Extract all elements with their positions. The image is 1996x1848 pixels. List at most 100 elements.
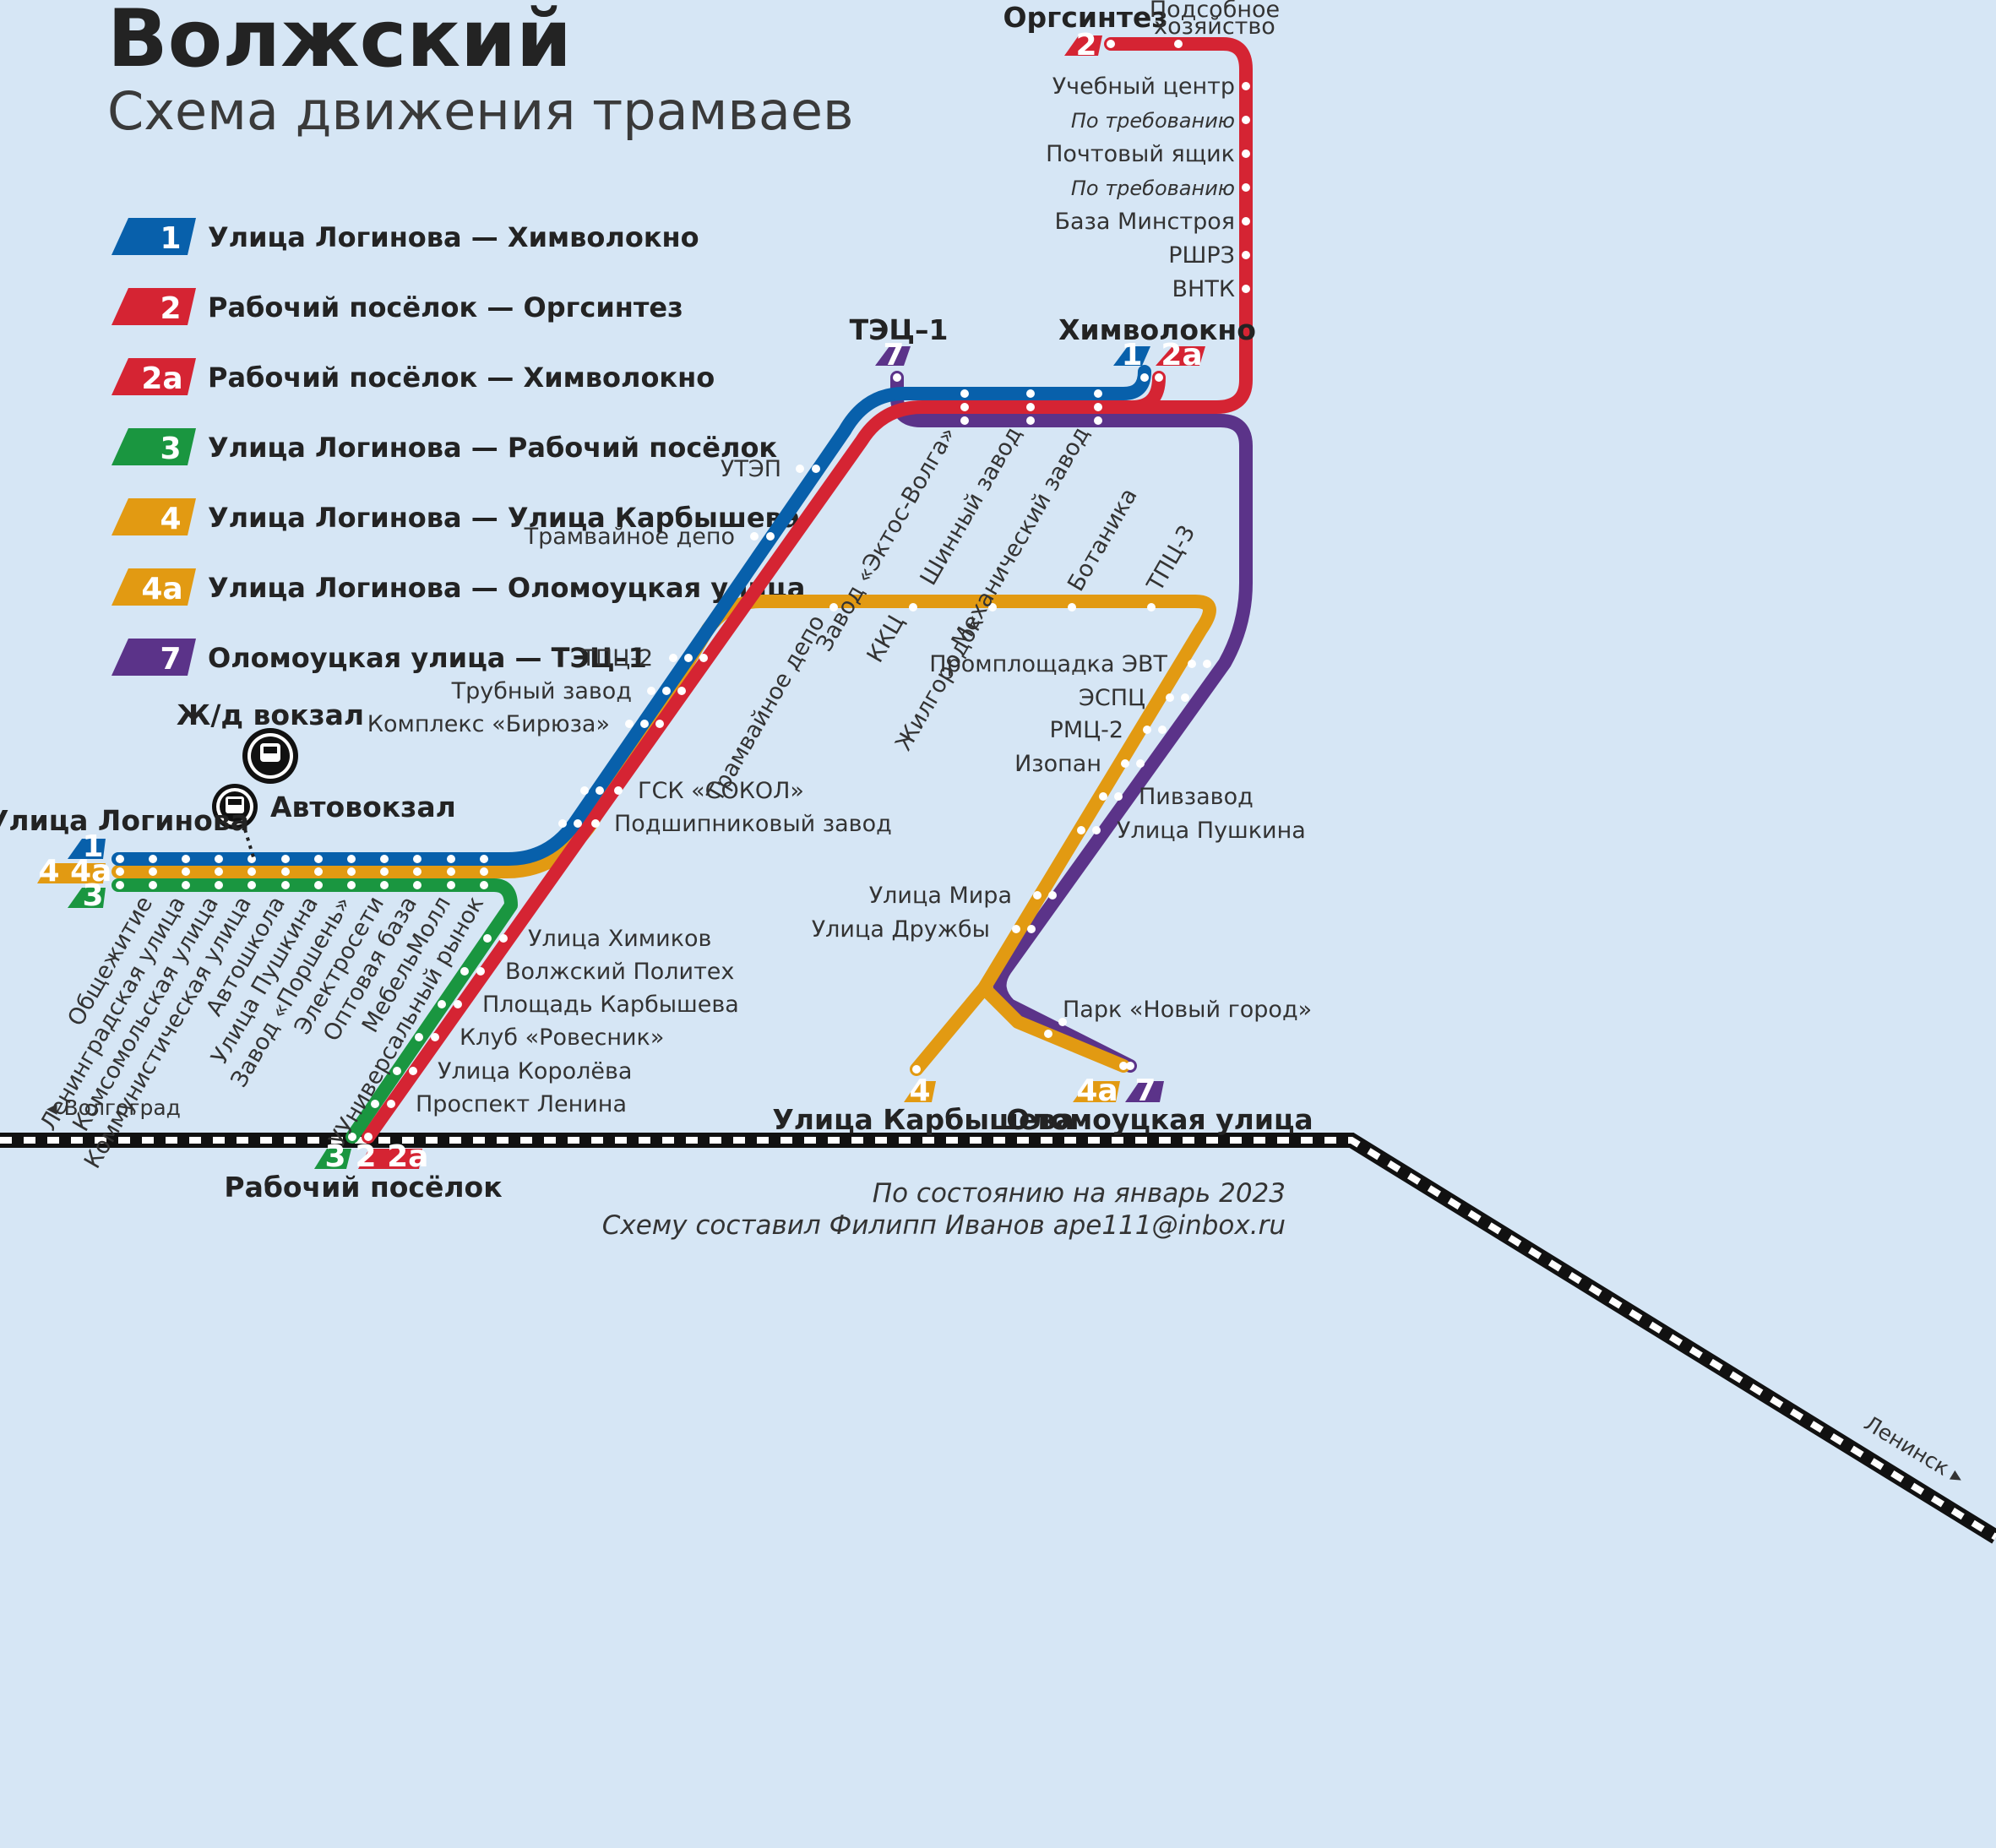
- page-title: Волжский: [107, 0, 572, 85]
- badge-himvolokno-2a: [1156, 346, 1205, 366]
- badge-karbysheva-4-text: 4: [909, 1073, 930, 1108]
- terminal-himvolokno: Химволокно: [1058, 313, 1256, 346]
- legend-item-3: 3 Улица Логинова — Рабочий посёлок: [111, 428, 777, 466]
- station-dot: [393, 1067, 401, 1075]
- station-dot: [431, 1033, 439, 1041]
- station-dot: [580, 786, 589, 795]
- station-dot: [413, 867, 421, 876]
- station-dot: [1058, 1018, 1067, 1026]
- station-dot: [438, 1000, 446, 1008]
- railway-ties: [0, 1137, 1996, 1541]
- station-dot: [480, 881, 488, 889]
- station-dot: [1026, 403, 1035, 411]
- station-dot: [614, 786, 623, 795]
- badge-loginova-4: [37, 863, 106, 883]
- station-dot: [281, 867, 290, 876]
- legend-item-1: 1 Улица Логинова — Химволокно: [111, 218, 699, 256]
- station-dot: [447, 855, 455, 863]
- station-dot: [662, 687, 671, 695]
- station-dot: [596, 786, 604, 795]
- station-label-diagonal: Трубный завод: [451, 678, 632, 704]
- station-dot: [1099, 792, 1107, 801]
- station-dot: [182, 867, 190, 876]
- station-dot: [215, 867, 223, 876]
- station-dot: [1068, 603, 1076, 611]
- terminal-tec1: ТЭЦ–1: [850, 313, 949, 346]
- station-label-south: Клуб «Ровесник»: [460, 1025, 664, 1051]
- station-dot: [1048, 891, 1057, 900]
- station-dot: [655, 720, 664, 728]
- station-label-east: ЭСПЦ: [1079, 685, 1145, 711]
- badge-himvolokno-1-text: 1: [1121, 338, 1142, 372]
- station-dot: [1077, 826, 1085, 834]
- station-label-diagonal: Комплекс «Бирюза»: [367, 711, 610, 737]
- station-dot: [1143, 726, 1151, 734]
- station-dot: [116, 867, 124, 876]
- station-dot: [1126, 1062, 1134, 1070]
- station-dot: [347, 855, 356, 863]
- station-dot: [1027, 925, 1036, 933]
- station-dot: [460, 967, 469, 976]
- station-dot: [677, 687, 686, 695]
- station-dot: [314, 867, 323, 876]
- station-label-north: База Минстроя: [1054, 209, 1235, 235]
- route-2-line: [362, 37, 1253, 1144]
- station-label-south: Площадь Карбышева: [482, 992, 739, 1018]
- station-dot: [1044, 1030, 1052, 1038]
- station-dot: [647, 687, 655, 695]
- station-label-diagonal: ГСК «СОКОЛ»: [638, 778, 804, 804]
- station-label-north: РШРЗ: [1168, 242, 1235, 269]
- station-dot: [1012, 925, 1020, 933]
- station-dot: [387, 1100, 395, 1108]
- legend-item-4: 4 Улица Логинова — Улица Карбышева: [111, 498, 800, 536]
- station-dot: [116, 881, 124, 889]
- station-dot: [413, 881, 421, 889]
- station-dot: [1242, 82, 1250, 90]
- route-3-line: [111, 878, 518, 1144]
- station-dot: [347, 867, 356, 876]
- station-dot: [796, 465, 804, 473]
- station-dot: [415, 1033, 423, 1041]
- station-dot: [812, 465, 820, 473]
- station-label-north: Учебный центр: [1052, 73, 1235, 100]
- route-1-line: [111, 365, 1151, 866]
- station-dot: [558, 819, 567, 828]
- station-dot: [1147, 603, 1156, 611]
- footer-status: По состоянию на январь 2023: [873, 1178, 1286, 1209]
- station-dot: [483, 934, 492, 943]
- route-3-badge: [111, 428, 196, 465]
- station-dot: [1114, 792, 1123, 801]
- badge-karbysheva-4: [904, 1081, 936, 1102]
- station-dot: [409, 1067, 417, 1075]
- station-dot: [348, 1133, 356, 1141]
- route-4a-branch: [977, 981, 1130, 1073]
- station-dot: [669, 654, 677, 662]
- page-subtitle: Схема движения трамваев: [107, 80, 854, 142]
- route-3-number: 3: [160, 432, 181, 466]
- station-dot: [1174, 40, 1183, 48]
- station-dot: [476, 967, 485, 976]
- station-dot: [281, 881, 290, 889]
- station-label-east: Улица Пушкина: [1117, 818, 1306, 844]
- station-label-diagonal: УТЭП: [721, 456, 781, 482]
- badge-himvolokno-1: [1113, 346, 1150, 366]
- station-dot: [116, 855, 124, 863]
- station-dot: [766, 532, 775, 541]
- station-label-east: Пивзавод: [1139, 784, 1254, 810]
- station-dot: [1094, 416, 1102, 425]
- railway-station-icon: [242, 728, 298, 784]
- station-dot: [247, 867, 256, 876]
- route-2a-number: 2a: [141, 361, 182, 396]
- route-4-badge: [111, 498, 196, 535]
- station-label-east: Промплощадка ЭВТ: [929, 651, 1167, 677]
- station-label-diagonal: Подшипниковый завод: [614, 811, 892, 837]
- station-dot: [247, 855, 256, 863]
- terminal-olomouc: Оломоуцкая улица: [1006, 1103, 1313, 1136]
- route-2-number: 2: [160, 291, 181, 326]
- station-dot: [447, 881, 455, 889]
- station-dot: [454, 1000, 462, 1008]
- station-dot: [1242, 251, 1250, 259]
- badge-tec1-text: 7: [883, 338, 904, 372]
- station-dot: [149, 855, 157, 863]
- badge-loginova-4-text: 4 4a: [39, 854, 112, 889]
